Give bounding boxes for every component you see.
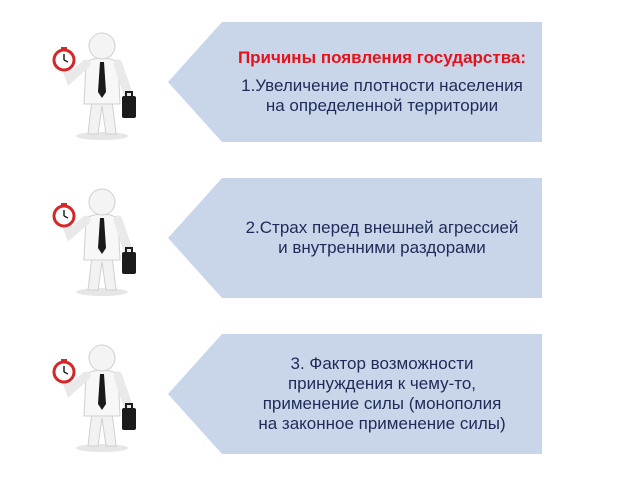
cause-row-1: Причины появления государства: 1.Увеличе… — [0, 22, 640, 142]
arrow-shape — [168, 334, 542, 454]
cause-row-3: 3. Фактор возможности принуждения к чему… — [0, 334, 640, 454]
businessman-with-clock-icon — [40, 22, 160, 142]
causes-title: Причины появления государства: — [237, 48, 527, 67]
cause-row-2: 2.Страх перед внешней агрессией и внутре… — [0, 178, 640, 298]
arrow-shape — [168, 22, 542, 142]
cause-text: 3. Фактор возможности принуждения к чему… — [258, 354, 506, 433]
cause-arrow: Причины появления государства: 1.Увеличе… — [168, 22, 542, 142]
businessman-with-clock-icon — [40, 334, 160, 454]
cause-arrow: 2.Страх перед внешней агрессией и внутре… — [168, 178, 542, 298]
cause-text: 1.Увеличение плотности населения на опре… — [241, 76, 523, 115]
arrow-shape — [168, 178, 542, 298]
cause-arrow: 3. Фактор возможности принуждения к чему… — [168, 334, 542, 454]
cause-text: 2.Страх перед внешней агрессией и внутре… — [245, 218, 519, 257]
businessman-with-clock-icon — [40, 178, 160, 298]
